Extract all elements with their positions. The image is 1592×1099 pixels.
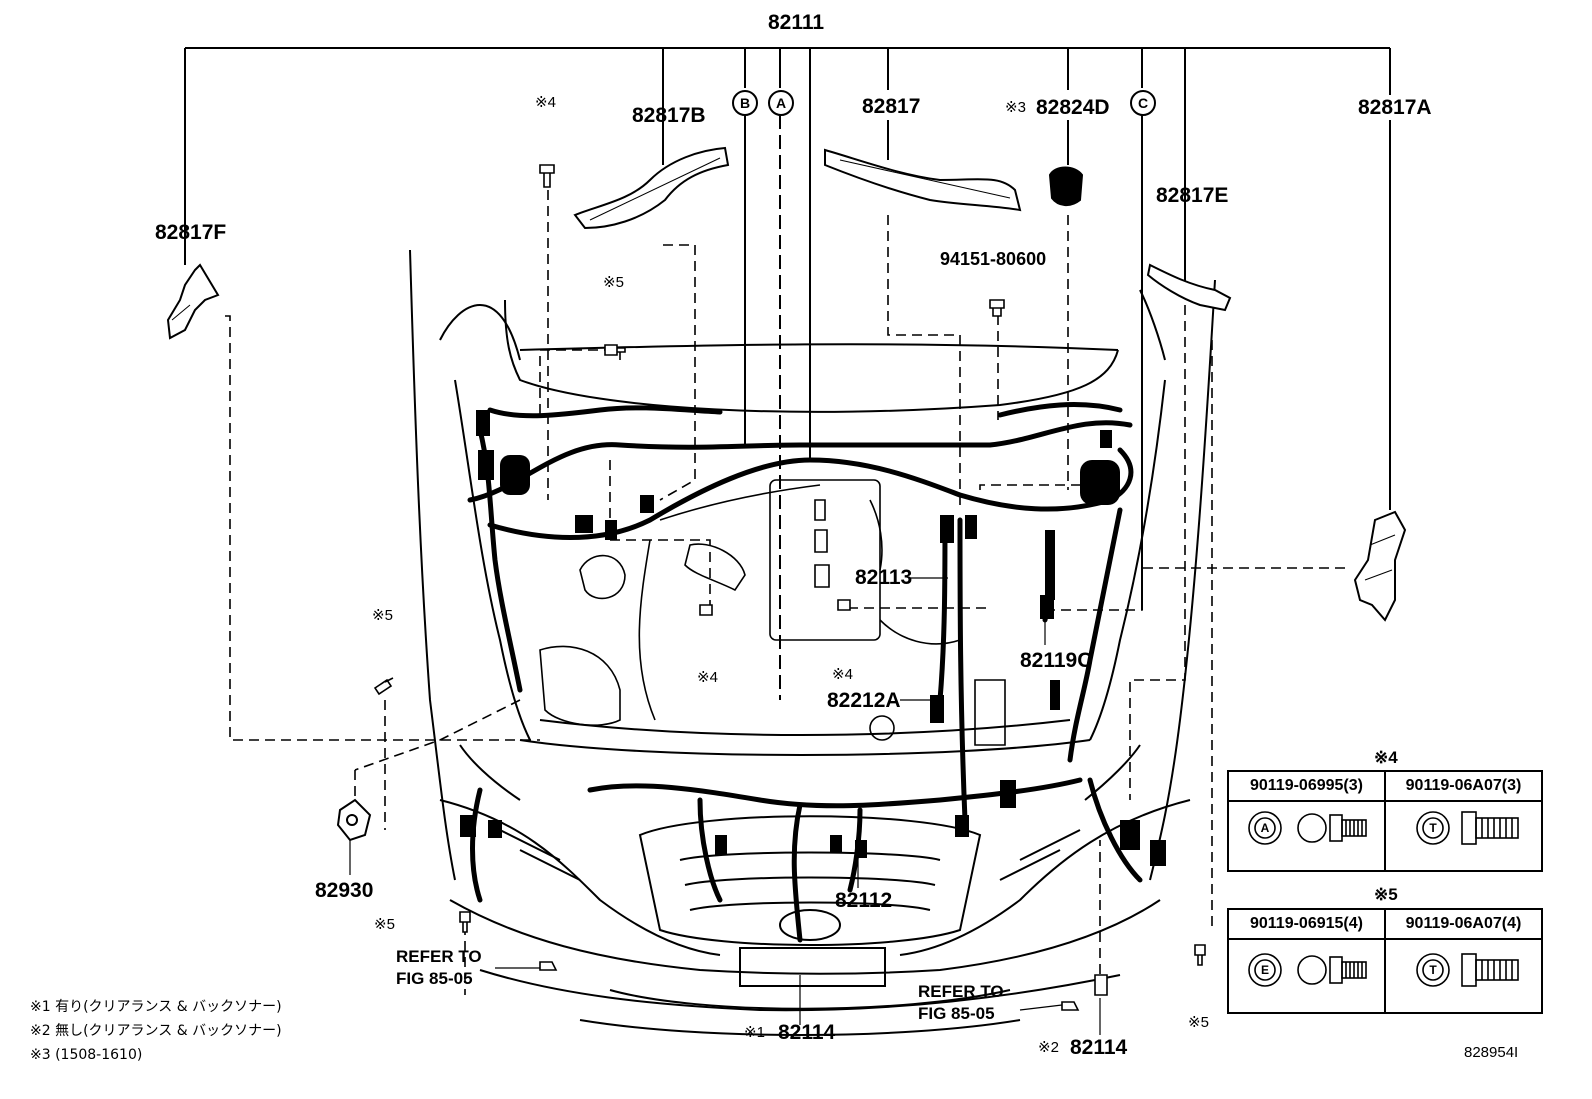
label-82112: 82112 bbox=[835, 889, 893, 912]
fastener-table-1-title: ※4 bbox=[1374, 748, 1398, 767]
protector-82817b bbox=[573, 146, 730, 230]
label-82212a: 82212A bbox=[827, 689, 901, 712]
note4-top: ※4 bbox=[535, 94, 556, 111]
note5-top: ※5 bbox=[603, 274, 624, 291]
leader-lines bbox=[225, 190, 1345, 995]
refer-right-line1: REFER TO bbox=[918, 982, 1004, 1001]
label-82824d: 82824D bbox=[1036, 96, 1110, 119]
label-82114-2: 82114 bbox=[1070, 1036, 1128, 1059]
protector-82817f bbox=[166, 263, 220, 340]
fastener-cell-a bbox=[1227, 800, 1386, 872]
refer-right-line2: FIG 85-05 bbox=[918, 1004, 995, 1023]
label-82113: 82113 bbox=[855, 566, 913, 589]
note4-mid-left: ※4 bbox=[697, 669, 718, 686]
refer-leaders bbox=[349, 577, 1101, 1035]
footnote-1: ※1 有り(クリアランス & バックソナー) bbox=[30, 999, 282, 1015]
clip-icon bbox=[539, 961, 1080, 1011]
bolt-icon bbox=[373, 164, 1206, 996]
engine-bay bbox=[539, 479, 1006, 746]
note-82824d: ※3 bbox=[1005, 99, 1026, 116]
fastener-part-3: 90119-06915(4) bbox=[1227, 908, 1386, 940]
note5-bottom-left: ※5 bbox=[374, 916, 395, 933]
label-82817a: 82817A bbox=[1358, 96, 1432, 119]
protector-82817e bbox=[1146, 263, 1232, 312]
note4-mid: ※4 bbox=[832, 666, 853, 683]
label-82817f: 82817F bbox=[155, 221, 227, 244]
note5-bottom-right: ※5 bbox=[1188, 1014, 1209, 1031]
fastener-table-2-title: ※5 bbox=[1374, 885, 1398, 904]
label-82817b: 82817B bbox=[632, 104, 706, 127]
fastener-part-2: 90119-06A07(3) bbox=[1383, 770, 1544, 802]
fastener-table-2: 90119-06915(4) 90119-06A07(4) bbox=[1227, 908, 1544, 1014]
label-82817: 82817 bbox=[862, 95, 921, 118]
connectors bbox=[460, 410, 1166, 866]
note5-left: ※5 bbox=[372, 607, 393, 624]
refer-left-line2: FIG 85-05 bbox=[396, 969, 473, 988]
footnote-2: ※2 無し(クリアランス & バックソナー) bbox=[30, 1023, 282, 1039]
label-82817e: 82817E bbox=[1156, 184, 1229, 207]
drawing-id: 828954I bbox=[1464, 1044, 1519, 1061]
label-82114-1: 82114 bbox=[778, 1021, 836, 1044]
label-94151: 94151-80600 bbox=[940, 249, 1047, 269]
bracket-82930 bbox=[336, 798, 372, 842]
protector-82817a bbox=[1353, 510, 1407, 622]
circle-c: C bbox=[1130, 90, 1156, 116]
label-82930: 82930 bbox=[315, 879, 374, 902]
label-82111: 82111 bbox=[768, 11, 825, 34]
fastener-table-1: 90119-06995(3) 90119-06A07(3) bbox=[1227, 770, 1544, 872]
circle-b: B bbox=[732, 90, 758, 116]
note-82114-2: ※2 bbox=[1038, 1039, 1059, 1056]
label-82119c: 82119C bbox=[1020, 649, 1093, 672]
fastener-part-4: 90119-06A07(4) bbox=[1383, 908, 1544, 940]
fastener-cell-t1 bbox=[1383, 800, 1544, 872]
circle-a: A bbox=[768, 90, 794, 116]
refer-left-line1: REFER TO bbox=[396, 947, 482, 966]
fastener-cell-t2 bbox=[1383, 938, 1544, 1014]
fastener-cell-e bbox=[1227, 938, 1386, 1014]
footnote-3: ※3 (1508-1610) bbox=[30, 1047, 143, 1063]
fastener-part-1: 90119-06995(3) bbox=[1227, 770, 1386, 802]
clamp-82824d bbox=[1048, 166, 1084, 206]
protector-82817 bbox=[824, 148, 1022, 212]
note-82114-1: ※1 bbox=[744, 1024, 765, 1041]
